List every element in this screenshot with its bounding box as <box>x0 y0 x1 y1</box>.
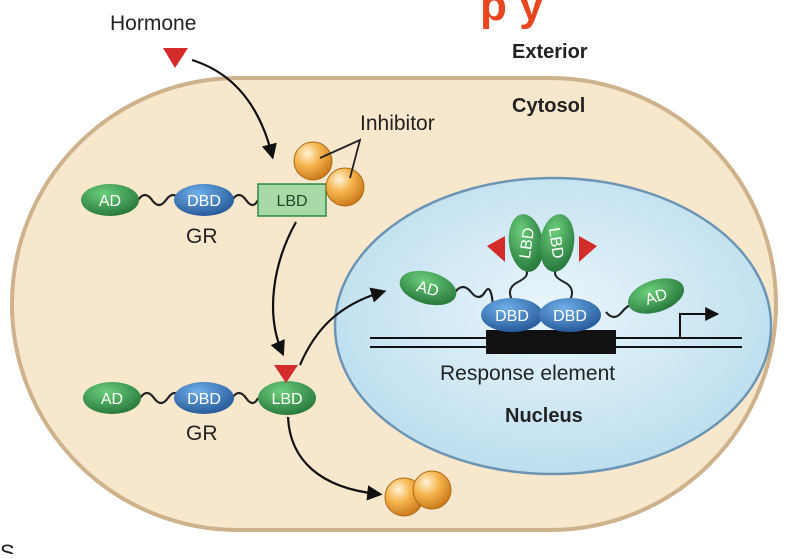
gr-inactive-complex: AD DBD LBD <box>81 183 327 217</box>
dimer-ad-left-label: AD <box>415 278 441 300</box>
linker-dbd-lbd-active <box>231 391 259 405</box>
inhibitor-release-arrow <box>286 416 383 501</box>
hormone-label: Hormone <box>110 12 196 35</box>
response-element-label: Response element <box>440 362 615 385</box>
ad-domain-label: AD <box>99 193 121 210</box>
dimer-lbd-left-label: LBD <box>517 227 538 260</box>
dimer-lbd-right-label: LBD <box>545 227 566 260</box>
cytosol-label: Cytosol <box>512 95 585 117</box>
released-inhibitor-2 <box>412 470 452 510</box>
dimer-dbd-left-label: DBD <box>495 308 529 325</box>
ad-domain-active-label: AD <box>101 391 123 408</box>
linker-dbd-lbd <box>231 193 259 207</box>
bound-hormone-icon <box>274 365 298 383</box>
linker-ad-dbd-active <box>139 391 181 405</box>
dimer-hormone-left <box>487 236 505 262</box>
response-element-box <box>486 330 616 354</box>
ad-domain-active <box>83 382 141 414</box>
dimer-ad-left <box>399 270 457 306</box>
dimer-hormone-right <box>579 236 597 262</box>
dbd-domain-active-label: DBD <box>187 391 221 408</box>
lbd-domain-box <box>257 183 327 217</box>
gr-label-bottom: GR <box>186 422 218 445</box>
dimer-dbd-right-label: DBD <box>553 308 587 325</box>
lbd-domain-active <box>258 381 316 415</box>
lbd-domain-label: LBD <box>276 193 307 210</box>
transcription-start-arrow <box>679 307 720 338</box>
gr-label-top: GR <box>186 225 218 248</box>
dbd-domain-active <box>174 382 234 414</box>
inhibitor-pointer-lines <box>319 138 362 179</box>
dimer-linker-left-ad <box>454 285 495 307</box>
dimer-ad-right <box>627 278 685 314</box>
linker-ad-dbd <box>137 193 181 207</box>
inhibitor-ball-1 <box>293 141 333 181</box>
dimer-ad-right-label: AD <box>643 286 669 309</box>
inhibitor-label: Inhibitor <box>360 112 435 135</box>
dimer-lbd-left <box>508 214 544 272</box>
exterior-label: Exterior <box>512 41 588 63</box>
ad-domain <box>81 184 139 216</box>
activation-arrow <box>270 221 297 357</box>
gr-active-complex: AD DBD LBD <box>83 365 316 415</box>
nucleus-label: Nucleus <box>505 405 583 427</box>
nuclear-import-arrow <box>298 287 387 366</box>
dbd-domain <box>174 184 234 216</box>
dimer-dbd-left <box>481 298 543 332</box>
title-fragment: p y <box>480 0 544 30</box>
dbd-domain-label: DBD <box>187 193 221 210</box>
hormone-binding-arrow <box>191 58 277 160</box>
lbd-domain-active-label: LBD <box>271 391 302 408</box>
dimer-lbd-right <box>539 214 575 272</box>
dimer-dbd-right <box>539 298 601 332</box>
inhibitor-ball-2 <box>325 167 365 207</box>
hormone-icon <box>163 48 188 68</box>
corner-fragment: S <box>0 540 15 554</box>
